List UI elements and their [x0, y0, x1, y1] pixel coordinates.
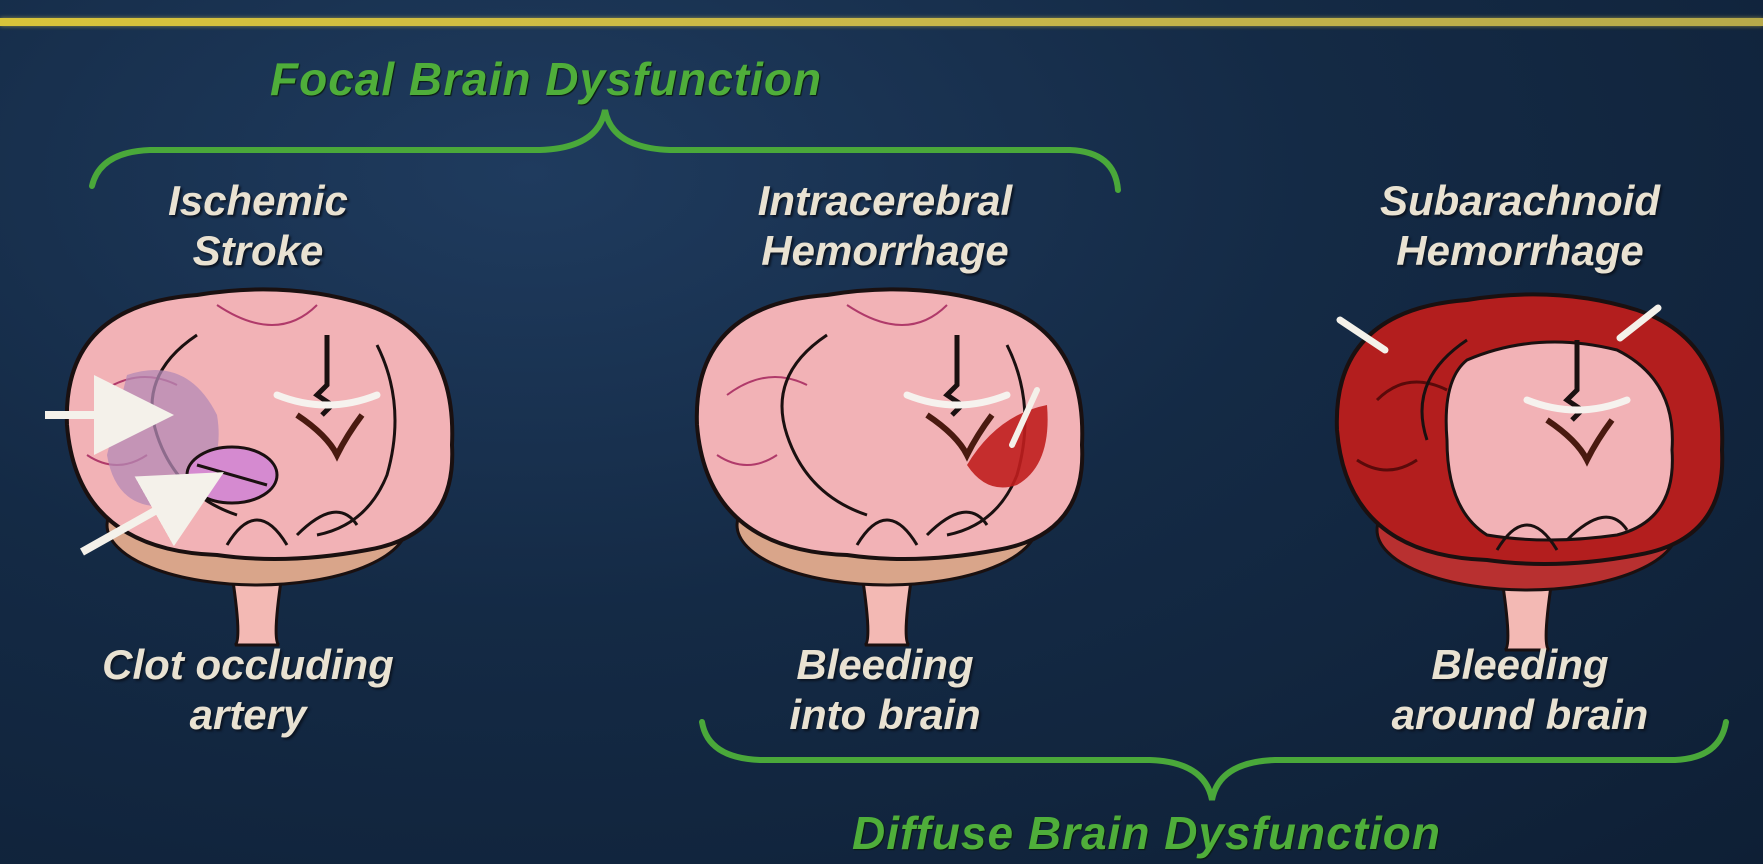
ischemic-stroke-caption: Clot occluding artery [38, 640, 458, 740]
intracerebral-caption-line1: Bleeding [705, 640, 1065, 690]
subarachnoid-title-line2: Hemorrhage [1300, 226, 1740, 276]
ischemic-caption-line1: Clot occluding [38, 640, 458, 690]
subarachnoid-brain [1337, 294, 1722, 650]
subarachnoid-caption-line1: Bleeding [1320, 640, 1720, 690]
intracerebral-caption-line2: into brain [705, 690, 1065, 740]
subarachnoid-title-line1: Subarachnoid [1300, 176, 1740, 226]
subarachnoid-hemorrhage-title: Subarachnoid Hemorrhage [1300, 176, 1740, 276]
intracerebral-brain [697, 289, 1082, 645]
ischemic-stroke-title: Ischemic Stroke [88, 176, 428, 276]
intracerebral-title-line1: Intracerebral [680, 176, 1090, 226]
ischemic-brain [67, 289, 452, 645]
ischemic-caption-line2: artery [38, 690, 458, 740]
ischemic-title-line1: Ischemic [88, 176, 428, 226]
subarachnoid-caption-line2: around brain [1320, 690, 1720, 740]
intracerebral-hemorrhage-caption: Bleeding into brain [705, 640, 1065, 740]
intracerebral-hemorrhage-title: Intracerebral Hemorrhage [680, 176, 1090, 276]
ischemic-title-line2: Stroke [88, 226, 428, 276]
intracerebral-title-line2: Hemorrhage [680, 226, 1090, 276]
subarachnoid-hemorrhage-caption: Bleeding around brain [1320, 640, 1720, 740]
